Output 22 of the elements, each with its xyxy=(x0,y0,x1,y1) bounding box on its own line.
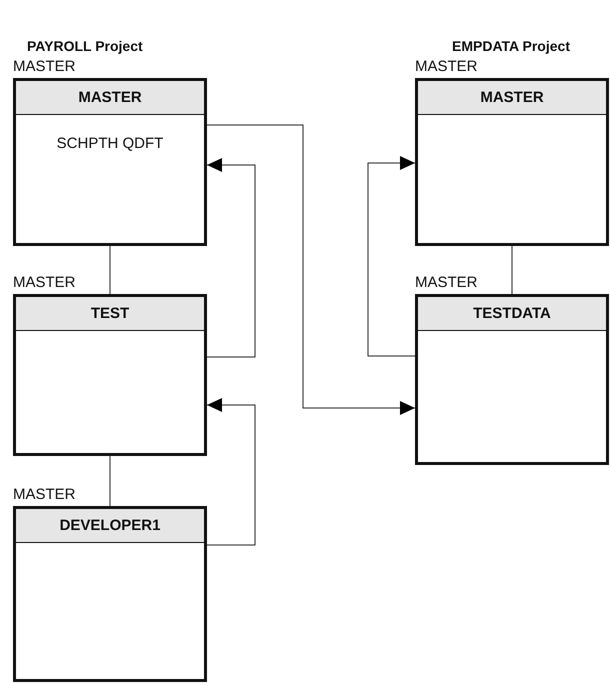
box-text: SCHPTH QDFT xyxy=(56,135,164,152)
branch-box xyxy=(13,294,207,456)
side-label: MASTER xyxy=(13,58,76,76)
box-header: MASTER xyxy=(16,81,204,115)
side-label: MASTER xyxy=(415,58,478,76)
branch-box xyxy=(13,506,207,682)
box-header: TEST xyxy=(16,297,204,331)
box-header: DEVELOPER1 xyxy=(16,509,204,543)
connector-arrow xyxy=(206,124,416,415)
branch-box xyxy=(415,78,609,246)
connector-arrow xyxy=(206,398,256,546)
side-label: MASTER xyxy=(415,274,478,292)
branch-box xyxy=(415,294,609,465)
box-header: MASTER xyxy=(418,81,606,115)
box-header: TESTDATA xyxy=(418,297,606,331)
connector-arrow xyxy=(368,156,416,356)
branch-box xyxy=(13,78,207,246)
project-title: PAYROLL Project xyxy=(27,38,143,54)
side-label: MASTER xyxy=(13,486,76,504)
side-label: MASTER xyxy=(13,274,76,292)
connector-arrow xyxy=(206,158,256,358)
project-title: EMPDATA Project xyxy=(452,38,570,54)
